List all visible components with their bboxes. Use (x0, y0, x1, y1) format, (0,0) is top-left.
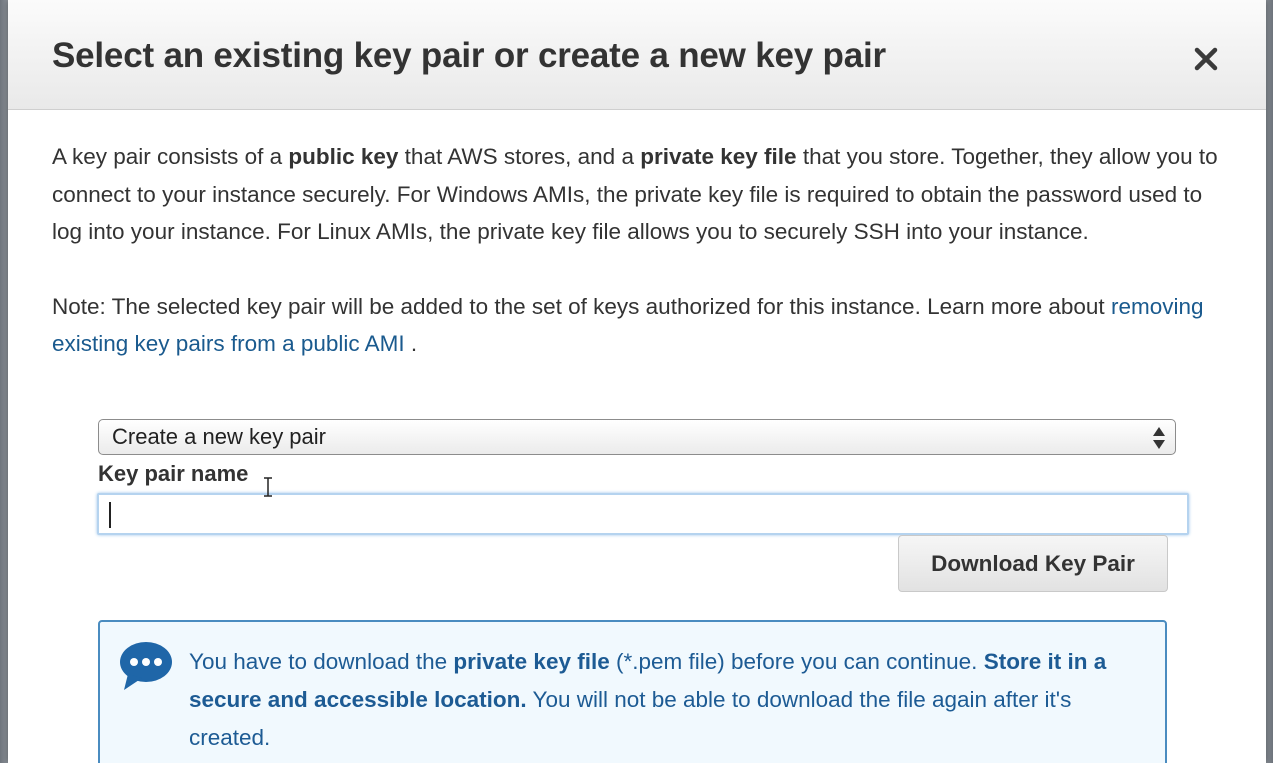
info-bold-store-securely: Store it in a secure and accessible loca… (189, 649, 1107, 712)
select-selected-value: Create a new key pair (112, 424, 326, 449)
download-info-alert: You have to download the private key fil… (98, 620, 1167, 763)
close-button[interactable] (1184, 38, 1228, 82)
note-text-end: . (404, 331, 418, 356)
dialog-title: Select an existing key pair or create a … (52, 36, 886, 75)
note-text: Note: The selected key pair will be adde… (52, 293, 1111, 319)
key-pair-dialog: Select an existing key pair or create a … (8, 0, 1266, 763)
info-message: You have to download the private key fil… (189, 643, 1149, 757)
remove-key-pairs-link[interactable]: removing existing key pairs from a publi… (52, 293, 1204, 357)
key-pair-note: Note: The selected key pair will be adde… (52, 288, 1227, 363)
download-key-pair-button[interactable]: Download Key Pair (898, 535, 1168, 592)
key-pair-option-select[interactable]: Create a new key pair (98, 419, 1176, 455)
info-bold-private-key-file: private key file (453, 649, 610, 674)
description-bold-public-key: public key (288, 144, 399, 169)
text-cursor-icon (263, 476, 273, 503)
text-caret (109, 502, 111, 528)
description-text: that you store. Together, they allow you… (52, 144, 1218, 244)
info-text: You will not be able to download the fil… (189, 687, 1072, 750)
speech-bubble-icon (118, 640, 174, 697)
key-pair-description: A key pair consists of a public key that… (52, 138, 1227, 251)
key-pair-name-input[interactable] (97, 493, 1189, 535)
description-bold-private-key-file: private key file (640, 144, 797, 169)
dialog-body: A key pair consists of a public key that… (52, 138, 1227, 363)
info-text: You have to download the (189, 649, 454, 674)
description-text: A key pair consists of a (52, 144, 289, 169)
up-down-arrows-icon (1152, 426, 1166, 455)
key-pair-name-label: Key pair name (98, 461, 249, 486)
description-text: that AWS stores, and a (398, 144, 641, 169)
close-icon (1194, 47, 1218, 71)
dialog-header: Select an existing key pair or create a … (8, 0, 1266, 110)
info-text: (*.pem file) before you can continue. (609, 649, 984, 674)
